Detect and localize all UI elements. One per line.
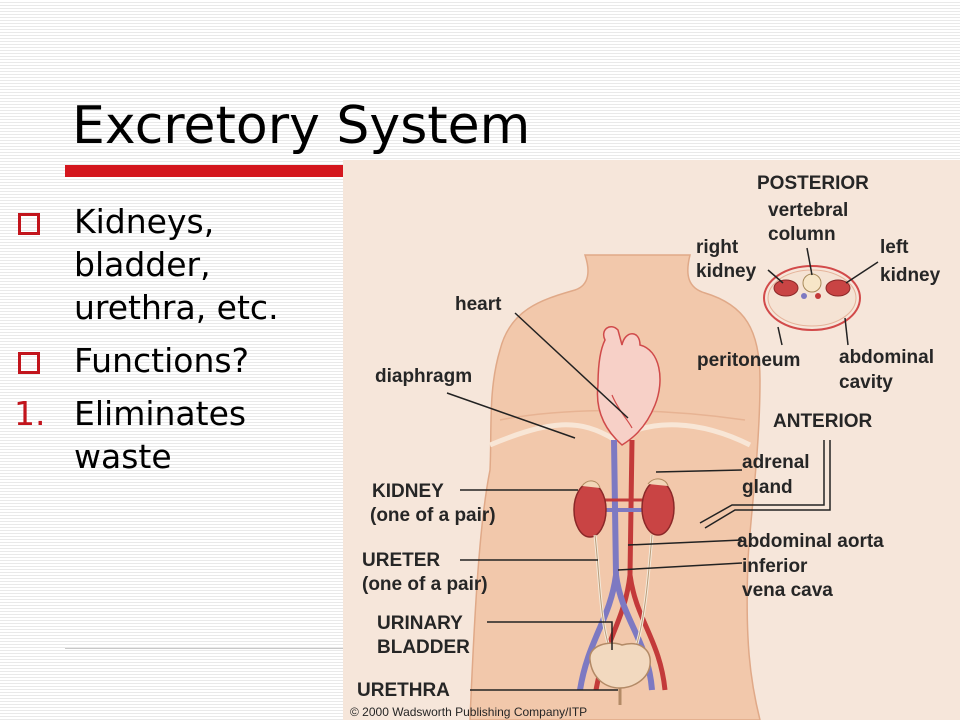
adrenal-gland-right	[581, 480, 601, 489]
left-kidney-organ	[641, 480, 675, 536]
square-bullet-icon	[18, 352, 40, 374]
label-posterior: POSTERIOR	[757, 173, 869, 194]
bullet-list: Kidneys, bladder, urethra, etc. Function…	[12, 200, 342, 488]
label-one-of-pair-ureter: (one of a pair)	[362, 574, 488, 595]
bullet-item: Kidneys, bladder, urethra, etc.	[12, 200, 342, 329]
label-bladder: BLADDER	[377, 637, 470, 658]
numbered-item: 1. Eliminates waste	[12, 392, 342, 478]
label-right: right	[696, 237, 739, 258]
label-vertebral: vertebral	[768, 200, 848, 221]
urinary-bladder-organ	[589, 642, 651, 689]
label-urethra: URETHRA	[357, 680, 450, 701]
label-kidney: KIDNEY	[372, 481, 444, 502]
label-right-kidney: kidney	[696, 261, 757, 282]
title-underline-bar	[65, 165, 347, 177]
heart-organ	[596, 326, 661, 446]
label-left: left	[880, 237, 909, 258]
right-kidney-organ	[573, 482, 607, 538]
label-diaphragm: diaphragm	[375, 366, 472, 387]
excretory-system-diagram: POSTERIOR vertebral column right kidney …	[343, 160, 960, 720]
cross-section-aorta	[815, 293, 821, 299]
label-vena-cava: vena cava	[742, 580, 833, 601]
slide-title: Excretory System	[72, 96, 531, 156]
label-ureter: URETER	[362, 550, 440, 571]
label-gland: gland	[742, 477, 793, 498]
bullet-text: Eliminates waste	[74, 394, 247, 476]
label-left-kidney: kidney	[880, 265, 941, 286]
bullet-text: Functions?	[74, 341, 250, 380]
square-bullet-icon	[18, 213, 40, 235]
adrenal-gland-left	[647, 478, 669, 487]
cross-section-right-kidney	[773, 279, 799, 297]
label-urinary: URINARY	[377, 613, 463, 634]
label-one-of-pair-kidney: (one of a pair)	[370, 505, 496, 526]
label-column: column	[768, 224, 836, 245]
label-peritoneum: peritoneum	[697, 350, 800, 371]
cross-section-outline	[763, 265, 861, 331]
footer-rule	[65, 648, 347, 649]
label-abdominal: abdominal	[839, 347, 934, 368]
label-anterior: ANTERIOR	[773, 411, 873, 432]
copyright-notice: © 2000 Wadsworth Publishing Company/ITP	[350, 705, 587, 719]
diaphragm-shape	[489, 422, 752, 448]
ureter-right-outline	[594, 534, 611, 651]
bullet-item: Functions?	[12, 339, 342, 382]
label-cavity: cavity	[839, 372, 893, 393]
item-number: 1.	[14, 394, 46, 433]
cross-section-vertebra	[802, 273, 822, 293]
bullet-text: Kidneys, bladder, urethra, etc.	[74, 202, 279, 327]
label-abdominal-aorta: abdominal aorta	[737, 531, 884, 552]
vena-cava-vessel	[577, 439, 655, 691]
label-adrenal: adrenal	[742, 452, 810, 473]
label-heart: heart	[455, 294, 502, 315]
ureter-left-outline	[634, 534, 653, 651]
leader-lines	[446, 247, 879, 691]
label-inferior: inferior	[742, 556, 808, 577]
cross-section-left-kidney	[825, 279, 851, 297]
cross-section-vena	[801, 293, 807, 299]
